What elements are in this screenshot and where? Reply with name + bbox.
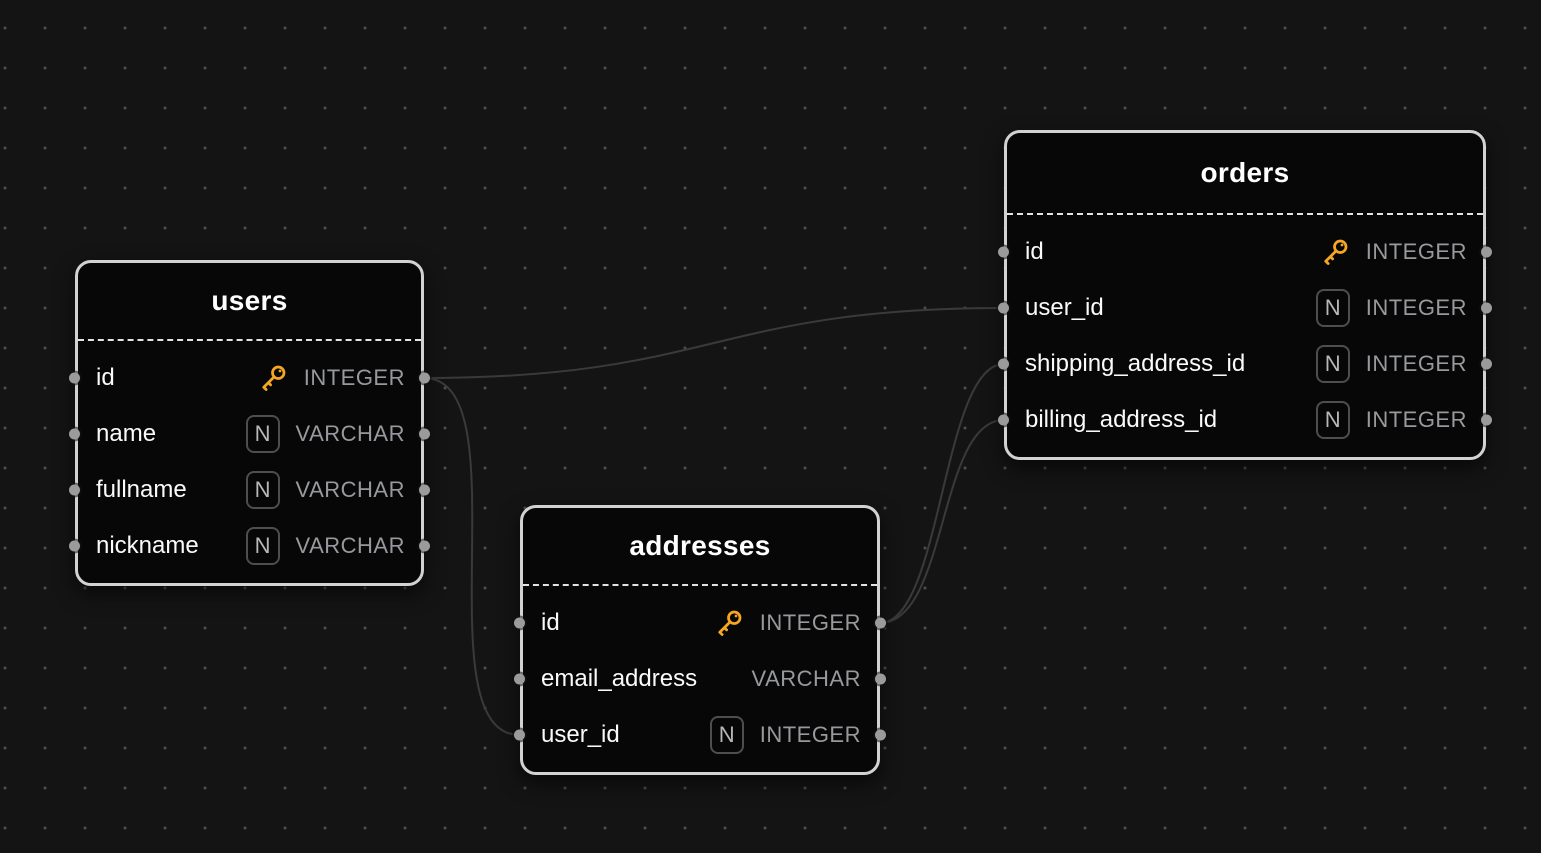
port-left[interactable] [998,414,1009,426]
column-type: INTEGER [303,365,405,390]
port-left[interactable] [998,246,1009,258]
port-right[interactable] [875,729,886,741]
table-title: users [211,285,288,316]
port-left[interactable] [69,484,80,496]
table-row-orders-user-id[interactable]: user_id N INTEGER [998,280,1492,336]
column-name: user_id [541,721,620,748]
table-orders-header[interactable]: orders [1007,133,1483,215]
column-name: email_address [541,665,698,692]
column-type: INTEGER [1365,295,1467,320]
table-addresses-rows: id INTEGER email_address VARCHAR [514,586,886,772]
nullable-badge: N [709,716,744,754]
port-left[interactable] [514,729,525,741]
table-users-header[interactable]: users [78,263,421,341]
column-name: fullname [96,476,187,503]
table-row-addresses-email-address[interactable]: email_address VARCHAR [514,651,886,707]
column-type: INTEGER [1365,239,1467,264]
port-left[interactable] [998,358,1009,370]
column-type: INTEGER [759,610,861,635]
column-type: VARCHAR [295,477,405,502]
table-row-orders-id[interactable]: id INTEGER [998,224,1492,280]
column-name: id [541,609,560,636]
column-type: INTEGER [1365,351,1467,376]
relationship-edge-users-orders[interactable] [423,307,1005,379]
port-left[interactable] [69,428,80,440]
port-right[interactable] [875,673,886,685]
port-left[interactable] [69,540,80,552]
primary-key-icon [258,363,288,393]
table-addresses-header[interactable]: addresses [523,508,877,586]
port-right[interactable] [419,428,430,440]
column-name: name [96,420,157,447]
table-title: orders [1200,157,1290,188]
column-type: INTEGER [1365,407,1467,432]
column-name: shipping_address_id [1025,350,1246,377]
nullable-badge: N [1315,289,1350,327]
port-left[interactable] [514,617,525,629]
primary-key-icon [714,608,744,638]
port-right[interactable] [419,540,430,552]
table-row-users-name[interactable]: name N VARCHAR [69,406,430,462]
table-orders[interactable]: orders id INTEGER user_id N [998,130,1492,460]
column-type: VARCHAR [295,421,405,446]
port-right[interactable] [1481,246,1492,258]
column-type: VARCHAR [751,666,861,691]
nullable-badge: N [1315,401,1350,439]
table-row-users-fullname[interactable]: fullname N VARCHAR [69,462,430,518]
relationship-edge-addresses-orders-billing[interactable] [879,419,1005,624]
port-right[interactable] [1481,414,1492,426]
primary-key-icon [1320,237,1350,267]
table-row-addresses-user-id[interactable]: user_id N INTEGER [514,707,886,763]
column-name: user_id [1025,294,1104,321]
table-row-addresses-id[interactable]: id INTEGER [514,595,886,651]
nullable-badge: N [245,527,280,565]
port-right[interactable] [875,617,886,629]
table-row-orders-billing-address-id[interactable]: billing_address_id N INTEGER [998,392,1492,448]
table-title: addresses [629,530,771,561]
table-users[interactable]: users id INTEGER name N [69,260,430,586]
table-row-users-id[interactable]: id INTEGER [69,350,430,406]
table-users-rows: id INTEGER name N VARCHAR [69,341,430,583]
nullable-badge: N [245,415,280,453]
relationship-edge-users-addresses[interactable] [423,377,521,736]
column-name: billing_address_id [1025,406,1218,433]
table-row-users-nickname[interactable]: nickname N VARCHAR [69,518,430,574]
nullable-badge: N [245,471,280,509]
port-right[interactable] [1481,358,1492,370]
column-name: id [96,364,115,391]
port-right[interactable] [1481,302,1492,314]
column-type: INTEGER [759,722,861,747]
nullable-badge: N [1315,345,1350,383]
column-name: id [1025,238,1044,265]
table-row-orders-shipping-address-id[interactable]: shipping_address_id N INTEGER [998,336,1492,392]
table-addresses[interactable]: addresses id INTEGER email_address [514,505,886,775]
port-left[interactable] [998,302,1009,314]
port-right[interactable] [419,372,430,384]
port-left[interactable] [514,673,525,685]
column-name: nickname [96,532,199,559]
port-left[interactable] [69,372,80,384]
port-right[interactable] [419,484,430,496]
column-type: VARCHAR [295,533,405,558]
relationship-edge-addresses-orders-shipping[interactable] [879,363,1005,624]
table-orders-rows: id INTEGER user_id N INTEGER [998,215,1492,457]
